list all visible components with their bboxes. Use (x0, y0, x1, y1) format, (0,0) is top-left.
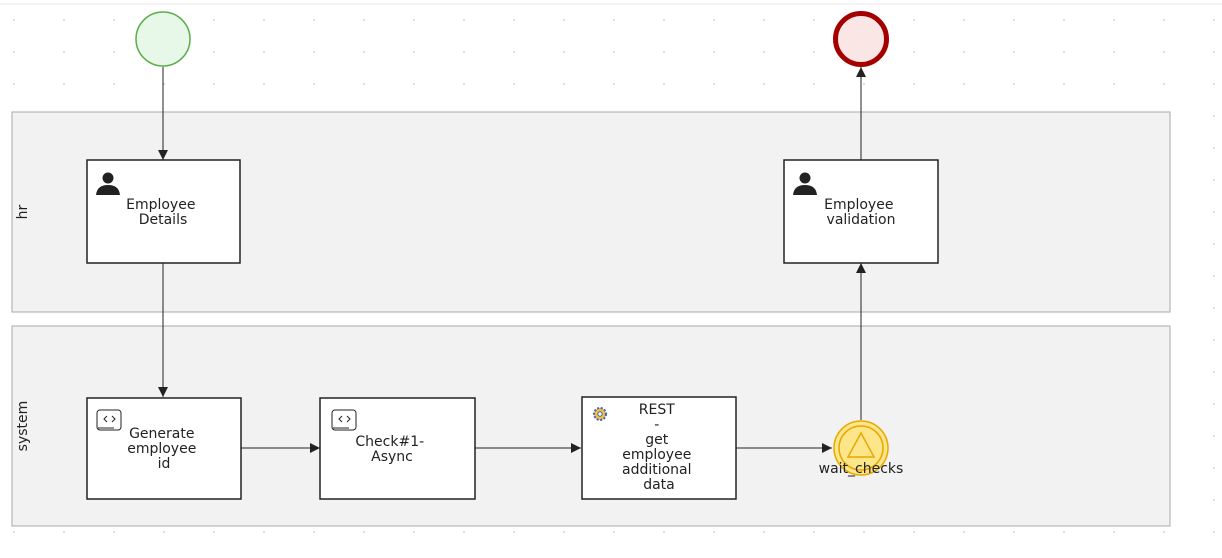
task-employee-validation[interactable]: Employee validation (783, 159, 939, 264)
lane-label-system: system (15, 401, 31, 452)
task-label: Employee validation (824, 197, 898, 228)
script-icon (96, 409, 122, 431)
task-label: Generate employee id (127, 426, 201, 472)
user-icon (793, 172, 817, 195)
sequence-flows (158, 67, 866, 453)
user-icon (96, 172, 120, 195)
task-label: REST - get employee additional data (622, 402, 696, 493)
task-employee-details[interactable]: Employee Details (86, 159, 241, 264)
signal-triangle-icon (846, 431, 876, 458)
event-label: wait_checks (819, 461, 904, 477)
task-rest-get-employee[interactable]: REST - get employee additional data (581, 396, 737, 500)
task-check-async[interactable]: Check#1- Async (319, 397, 476, 500)
wait-checks-event[interactable]: wait_checks (819, 420, 904, 477)
service-gear-icon (593, 407, 607, 421)
end-event[interactable] (833, 11, 889, 67)
task-label: Check#1- Async (355, 434, 428, 465)
lane-label-hr: hr (15, 204, 31, 219)
task-label: Employee Details (126, 197, 200, 228)
start-event[interactable] (135, 11, 191, 67)
task-generate-employee-id[interactable]: Generate employee id (86, 397, 242, 500)
script-icon (331, 409, 357, 431)
